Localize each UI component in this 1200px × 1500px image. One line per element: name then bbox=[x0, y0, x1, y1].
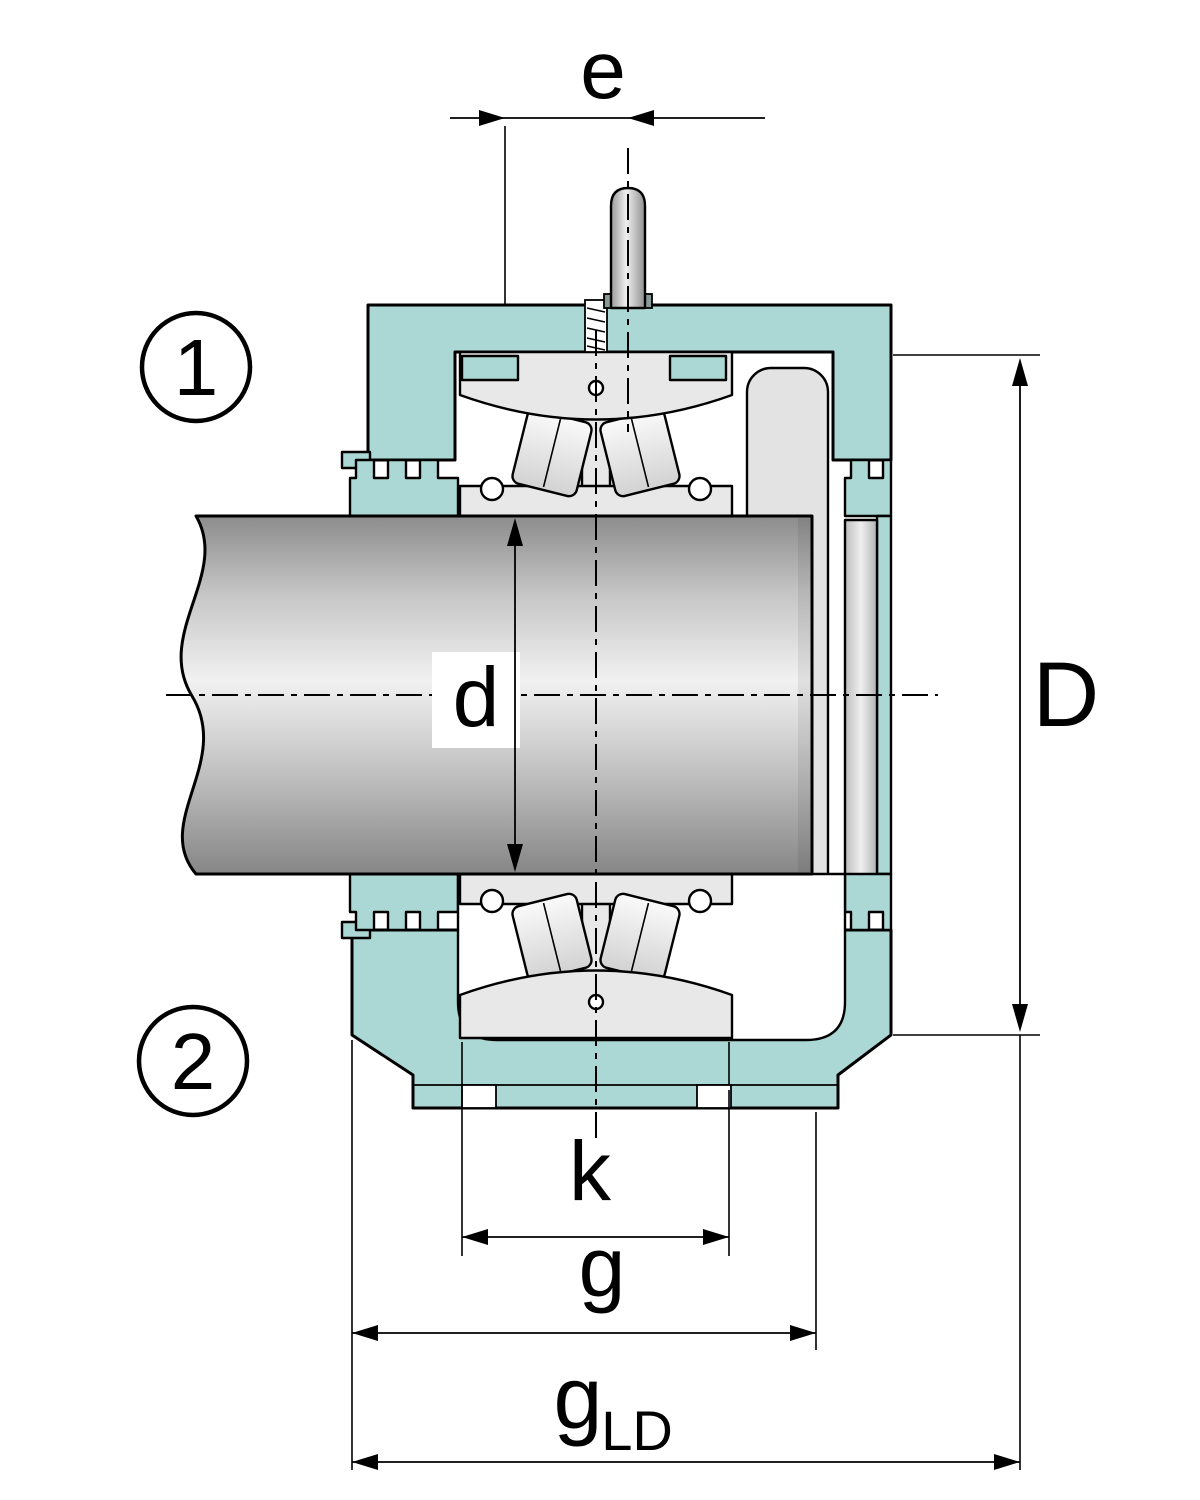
cap-locating-ring-right bbox=[668, 354, 728, 382]
dim-label-d: d bbox=[453, 650, 500, 744]
housing-cap bbox=[340, 303, 893, 518]
labyrinth-seal-bottom-right bbox=[843, 872, 893, 932]
foot-recess-left bbox=[461, 1084, 497, 1109]
cage-rivet-top-left bbox=[479, 476, 505, 502]
cage-rivet-bottom-left bbox=[479, 888, 505, 914]
callout-2-circle bbox=[136, 1004, 250, 1118]
dim-label-gld-base: g bbox=[554, 1348, 603, 1447]
callout-1-circle bbox=[139, 310, 253, 424]
base-foot bbox=[413, 1042, 838, 1109]
dim-label-g: g bbox=[579, 1220, 626, 1314]
dimension-e: e bbox=[450, 25, 765, 306]
cage-rivet-top-right bbox=[687, 476, 713, 502]
dimension-gld: g LD bbox=[352, 1035, 1021, 1470]
cap-locating-ring-left bbox=[460, 354, 520, 382]
callout-2-label: 2 bbox=[171, 1017, 216, 1106]
callout-1: 1 bbox=[139, 310, 253, 424]
dim-label-D: D bbox=[1033, 644, 1099, 746]
dimension-D: D bbox=[893, 354, 1099, 1036]
dim-label-e: e bbox=[580, 25, 626, 116]
foot-recess-right bbox=[696, 1084, 732, 1109]
end-cover bbox=[843, 518, 879, 902]
centerlines bbox=[166, 148, 938, 1138]
labyrinth-seal-top-left bbox=[348, 458, 460, 518]
d-label-backing bbox=[432, 652, 520, 748]
dim-label-gld-sub: LD bbox=[601, 1399, 673, 1462]
dim-label-k: k bbox=[569, 1124, 612, 1218]
dimension-g: g bbox=[351, 1040, 817, 1470]
dimension-d: d bbox=[432, 518, 523, 872]
roller-top-left bbox=[511, 408, 593, 498]
labyrinth-seal-bottom-left bbox=[348, 872, 460, 932]
shaft-end-shade bbox=[798, 518, 812, 872]
labyrinth-seal-top-right bbox=[843, 458, 893, 518]
cage-rivet-bottom-right bbox=[687, 888, 713, 914]
callout-1-label: 1 bbox=[174, 323, 219, 412]
dimension-k: k bbox=[461, 1090, 730, 1256]
callout-2: 2 bbox=[136, 1004, 250, 1118]
